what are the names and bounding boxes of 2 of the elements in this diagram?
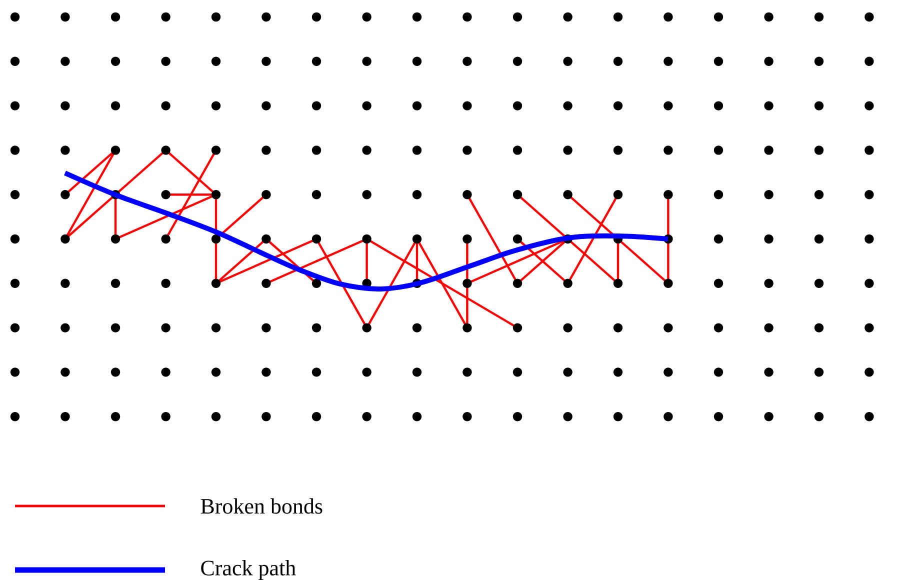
legend-label: Crack path [201, 560, 296, 580]
legend-label: Broken bonds [200, 498, 322, 514]
